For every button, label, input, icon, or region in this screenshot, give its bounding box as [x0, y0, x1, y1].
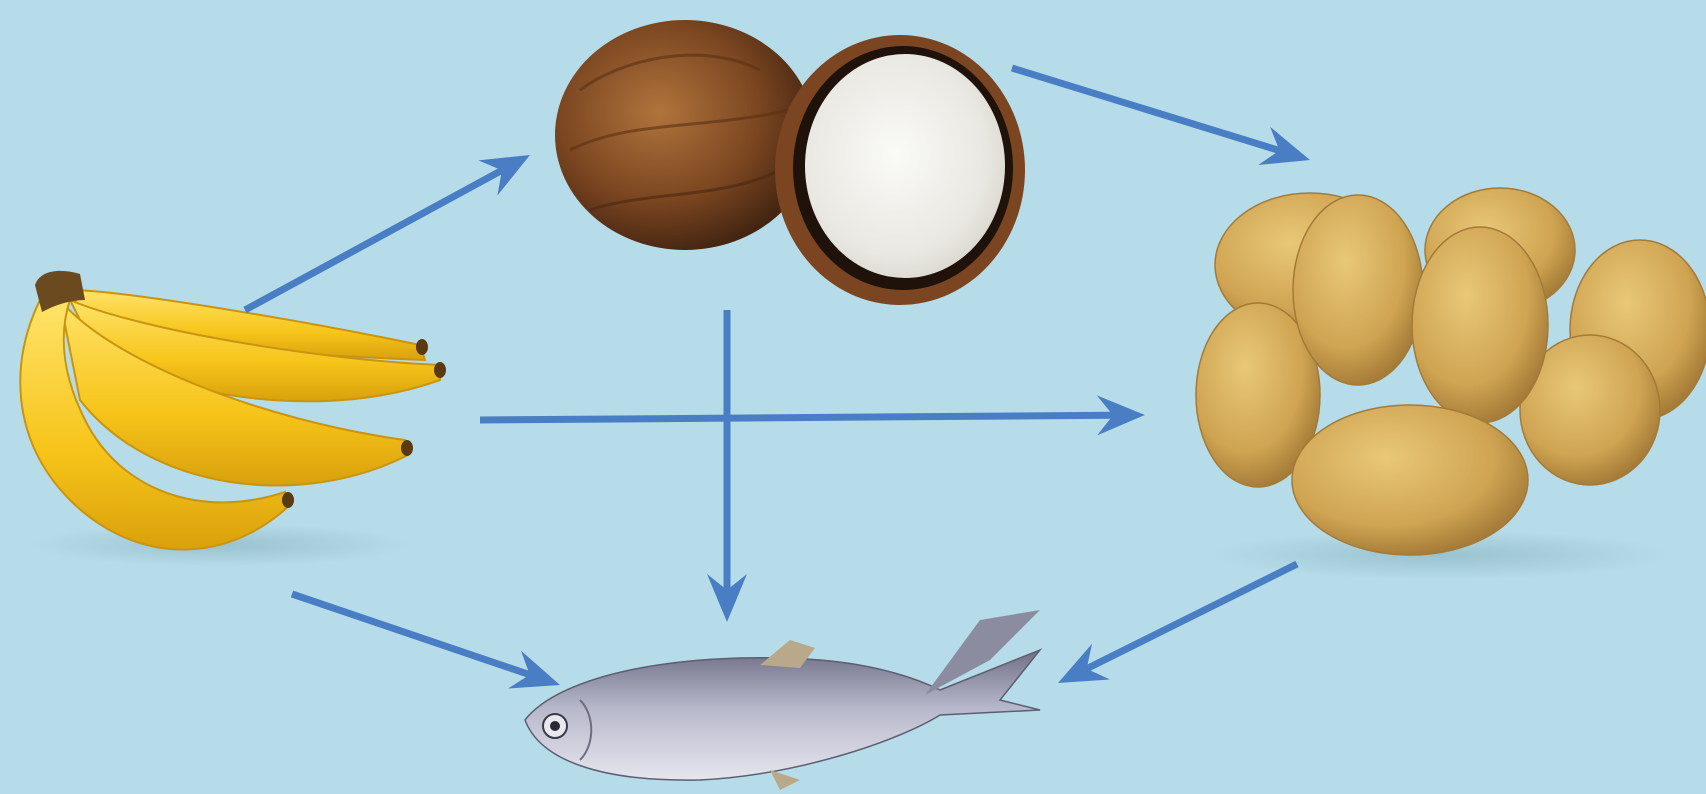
banana-bunch-icon [20, 271, 446, 567]
arrow-banana-to-potato [480, 395, 1145, 435]
arrow-coconut-to-fish [707, 310, 747, 622]
arrow-banana-to-fish [292, 594, 560, 689]
arrow-shaft [1012, 68, 1279, 151]
arrow-shaft [292, 594, 530, 675]
arrow-shaft [245, 170, 502, 310]
coconut-icon [555, 20, 1025, 305]
arrow-potato-to-fish [1058, 564, 1297, 683]
arrow-banana-to-coconut [245, 155, 530, 310]
fish-icon [525, 610, 1040, 790]
arrow-shaft [480, 415, 1113, 420]
arrow-shaft [1087, 564, 1297, 669]
potatoes-icon [1196, 188, 1706, 580]
arrow-coconut-to-potato [1012, 68, 1310, 165]
